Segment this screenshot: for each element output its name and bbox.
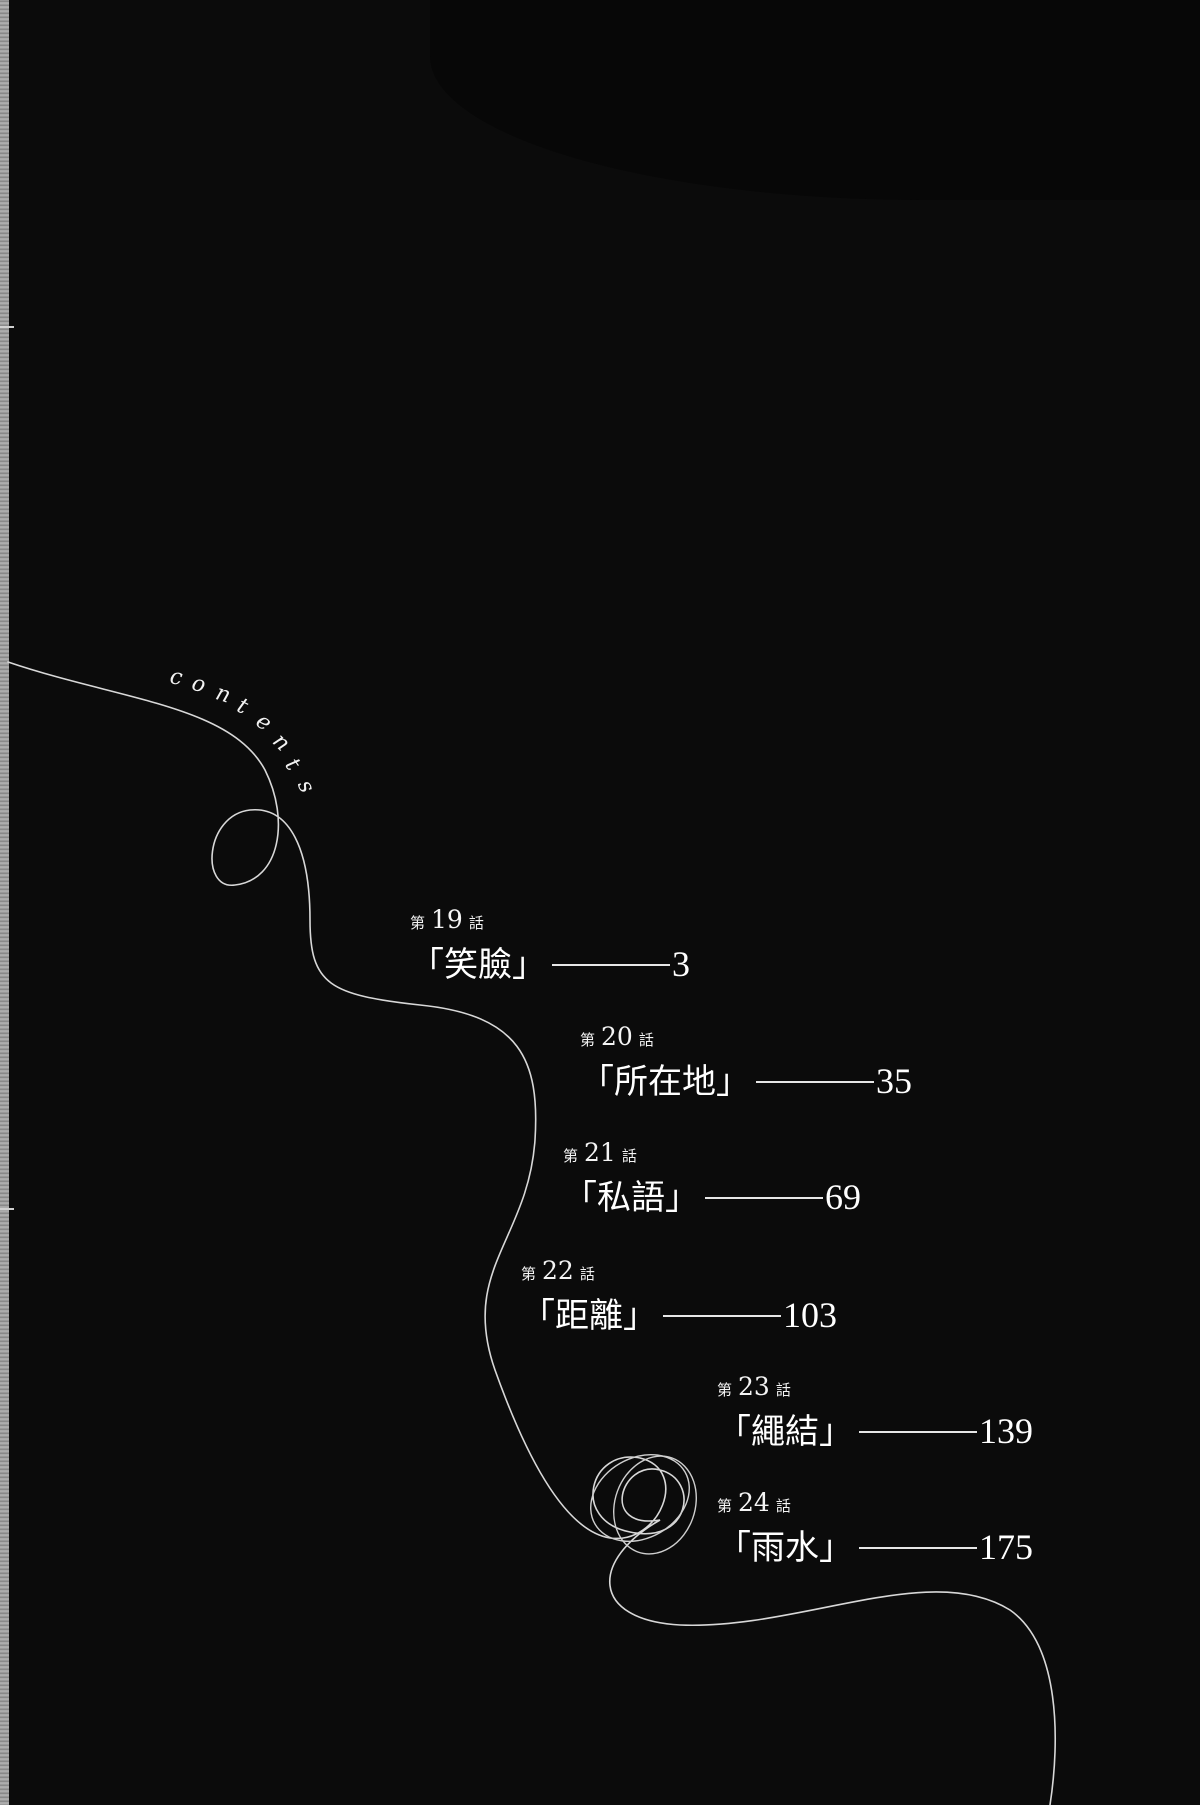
- episode-suffix: 話: [468, 914, 484, 932]
- episode-title: 「私語」: [563, 1178, 699, 1218]
- episode-title: 「繩結」: [717, 1412, 853, 1452]
- episode-suffix: 話: [579, 1265, 595, 1283]
- episode-prefix: 第: [717, 1497, 733, 1515]
- episode-title: 「距離」: [521, 1296, 657, 1336]
- episode-prefix: 第: [580, 1031, 596, 1049]
- episode-label: 第 24 話: [717, 1488, 791, 1517]
- episode-title-line: 「笑臉」 3: [410, 937, 690, 986]
- leader-dash: [859, 1547, 977, 1549]
- page-number: 175: [979, 1527, 1033, 1567]
- leader-dash: [859, 1431, 977, 1433]
- episode-title: 「所在地」: [580, 1062, 750, 1102]
- episode-suffix: 話: [775, 1381, 791, 1399]
- page-number: 69: [825, 1177, 861, 1217]
- episode-number: 21: [584, 1138, 616, 1167]
- page-number: 3: [672, 944, 690, 984]
- gutter-mark: [0, 1208, 14, 1210]
- episode-prefix: 第: [410, 914, 426, 932]
- episode-label: 第 23 話: [717, 1372, 791, 1401]
- episode-title-line: 「繩結」 139: [717, 1404, 1033, 1453]
- page-gutter: [0, 0, 9, 1805]
- episode-label: 第 20 話: [580, 1022, 654, 1051]
- episode-prefix: 第: [563, 1147, 579, 1165]
- episode-title: 「笑臉」: [410, 945, 546, 985]
- episode-number: 19: [431, 905, 463, 934]
- episode-title-line: 「距離」 103: [521, 1288, 837, 1337]
- episode-prefix: 第: [521, 1265, 537, 1283]
- page-number: 103: [783, 1295, 837, 1335]
- page-number: 139: [979, 1411, 1033, 1451]
- episode-suffix: 話: [621, 1147, 637, 1165]
- episode-title-line: 「所在地」 35: [580, 1054, 912, 1103]
- thread-loop: [590, 1453, 690, 1543]
- episode-title-line: 「私語」 69: [563, 1170, 861, 1219]
- episode-suffix: 話: [775, 1497, 791, 1515]
- episode-title-line: 「雨水」 175: [717, 1520, 1033, 1569]
- leader-dash: [705, 1197, 823, 1199]
- episode-prefix: 第: [717, 1381, 733, 1399]
- episode-label: 第 19 話: [410, 905, 484, 934]
- episode-number: 23: [738, 1372, 770, 1401]
- thread-line: [7, 661, 1056, 1805]
- episode-suffix: 話: [638, 1031, 654, 1049]
- gutter-mark: [0, 326, 14, 328]
- episode-number: 22: [542, 1256, 574, 1285]
- leader-dash: [663, 1315, 781, 1317]
- episode-label: 第 22 話: [521, 1256, 595, 1285]
- leader-dash: [552, 964, 670, 966]
- episode-number: 24: [738, 1488, 770, 1517]
- episode-label: 第 21 話: [563, 1138, 637, 1167]
- episode-number: 20: [601, 1022, 633, 1051]
- thread-loop: [613, 1455, 697, 1555]
- page-number: 35: [876, 1061, 912, 1101]
- episode-title: 「雨水」: [717, 1528, 853, 1568]
- leader-dash: [756, 1081, 874, 1083]
